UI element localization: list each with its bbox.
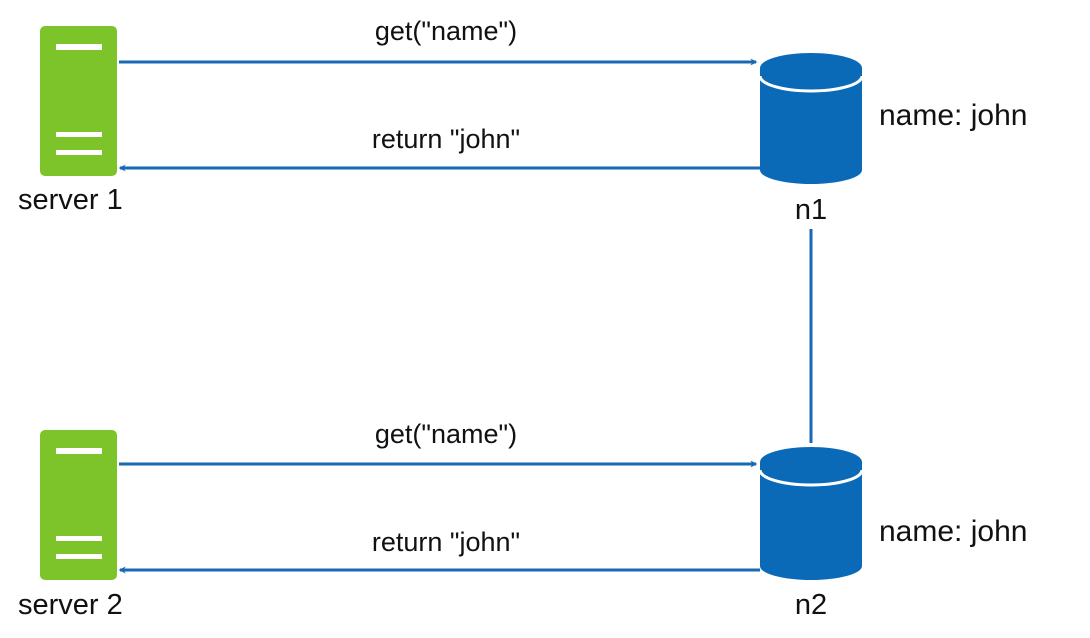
server-icon xyxy=(40,430,117,580)
server-icon xyxy=(40,26,117,176)
node-label: n2 xyxy=(794,589,828,621)
server-label: server 1 xyxy=(18,184,123,216)
edge-label-get-2: get("name") xyxy=(374,419,518,449)
stored-value: name: john xyxy=(879,99,1028,132)
node-label: n1 xyxy=(794,194,828,226)
edge-label-get-1: get("name") xyxy=(374,16,518,46)
database-icon xyxy=(758,447,864,580)
stored-value: name: john xyxy=(879,515,1028,548)
edge-label-return-1: return "john" xyxy=(371,124,521,154)
database-icon xyxy=(758,53,864,184)
server-label: server 2 xyxy=(18,589,123,621)
edge-label-return-2: return "john" xyxy=(371,527,521,557)
